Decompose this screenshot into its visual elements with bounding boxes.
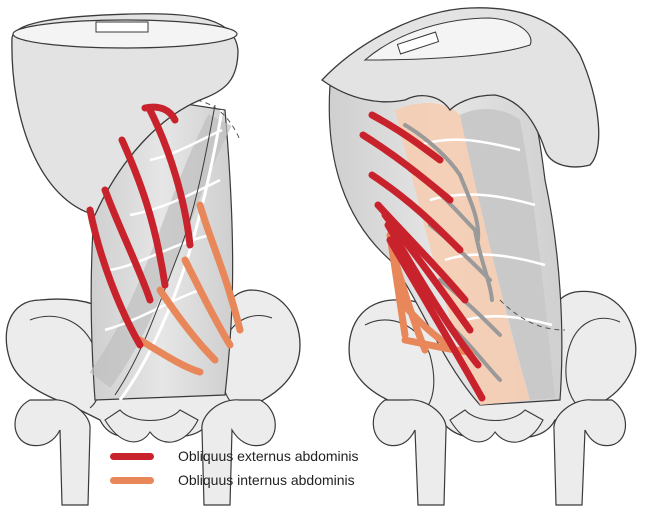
legend-swatch-externus: [110, 452, 154, 460]
left-externus-group: [86, 103, 194, 349]
right-femur-left: [372, 399, 447, 506]
left-ribcage-top: [12, 19, 238, 49]
legend-item-externus: Obliquus externus abdominis: [110, 444, 440, 468]
legend: Obliquus externus abdominis Obliquus int…: [110, 444, 440, 492]
legend-item-internus: Obliquus internus abdominis: [110, 468, 440, 492]
legend-label-externus: Obliquus externus abdominis: [178, 448, 359, 464]
legend-label-internus: Obliquus internus abdominis: [178, 472, 355, 488]
right-pubis: [449, 409, 544, 443]
right-vertebra-top: [396, 31, 440, 55]
left-internus-group: [136, 201, 244, 376]
left-torso-figure: [5, 13, 301, 506]
left-femur-left: [14, 399, 91, 506]
right-externus-group: [359, 111, 486, 402]
legend-swatch-internus: [110, 476, 154, 484]
right-tendinous-white: [419, 138, 553, 327]
right-pelvis-inner: [364, 317, 621, 411]
left-pubis: [104, 409, 199, 443]
right-femur-right: [553, 399, 626, 506]
left-femur-right: [201, 399, 276, 506]
left-ribcage: [11, 13, 239, 216]
right-dashed-edge: [499, 299, 566, 331]
left-vertebra-top: [95, 21, 149, 33]
right-rectus-column: [460, 108, 555, 400]
left-spiral-light: [118, 109, 224, 401]
left-spiral-outline: [114, 104, 216, 396]
right-aponeurosis-lines: [403, 123, 502, 382]
left-spiral-band: [89, 114, 232, 388]
right-torso-figure: [321, 7, 637, 506]
